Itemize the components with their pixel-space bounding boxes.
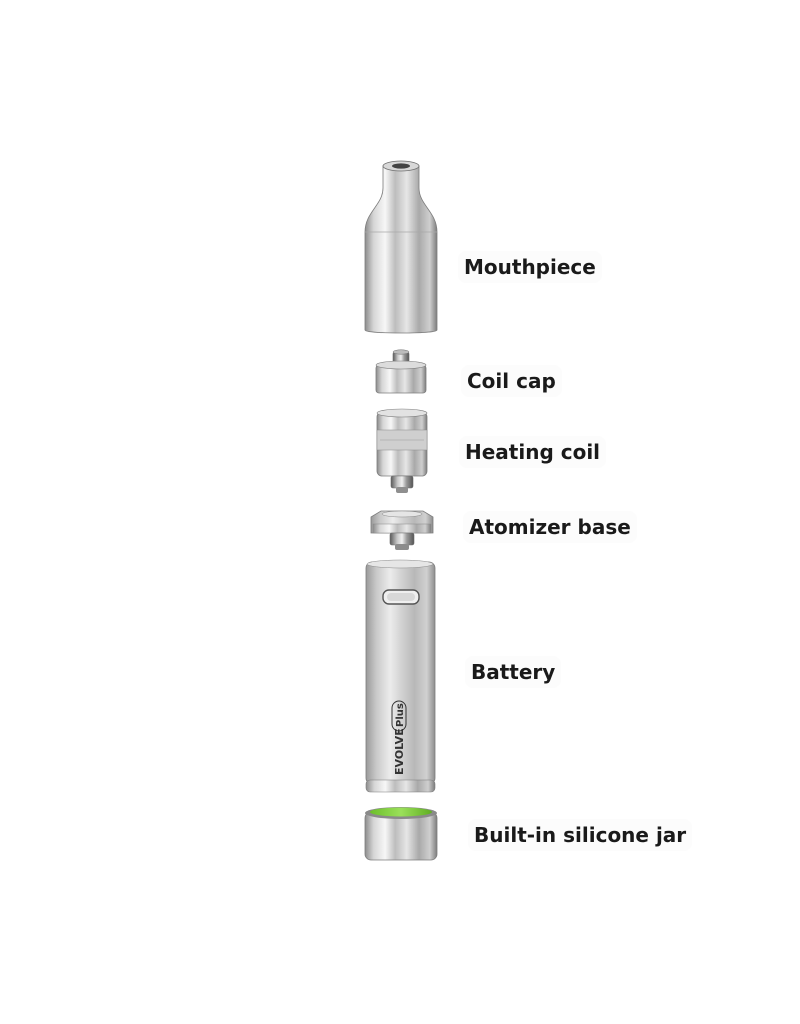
coil-cap-part [375, 349, 427, 394]
brand-name-text: EVOLVE [393, 728, 406, 775]
label-mouthpiece: Mouthpiece [458, 251, 602, 283]
label-battery: Battery [465, 656, 562, 688]
brand-model-text: Plus [395, 703, 406, 727]
label-heating-coil: Heating coil [459, 436, 607, 468]
heating-coil-part [376, 408, 428, 493]
atomizer-base-part [370, 510, 434, 550]
label-coil-cap: Coil cap [461, 365, 562, 397]
mouthpiece-part [364, 160, 438, 334]
label-silicone-jar: Built-in silicone jar [468, 819, 693, 851]
silicone-jar-part [364, 807, 438, 861]
label-atomizer-base: Atomizer base [463, 511, 637, 543]
battery-part: EVOLVE Plus [365, 559, 436, 793]
